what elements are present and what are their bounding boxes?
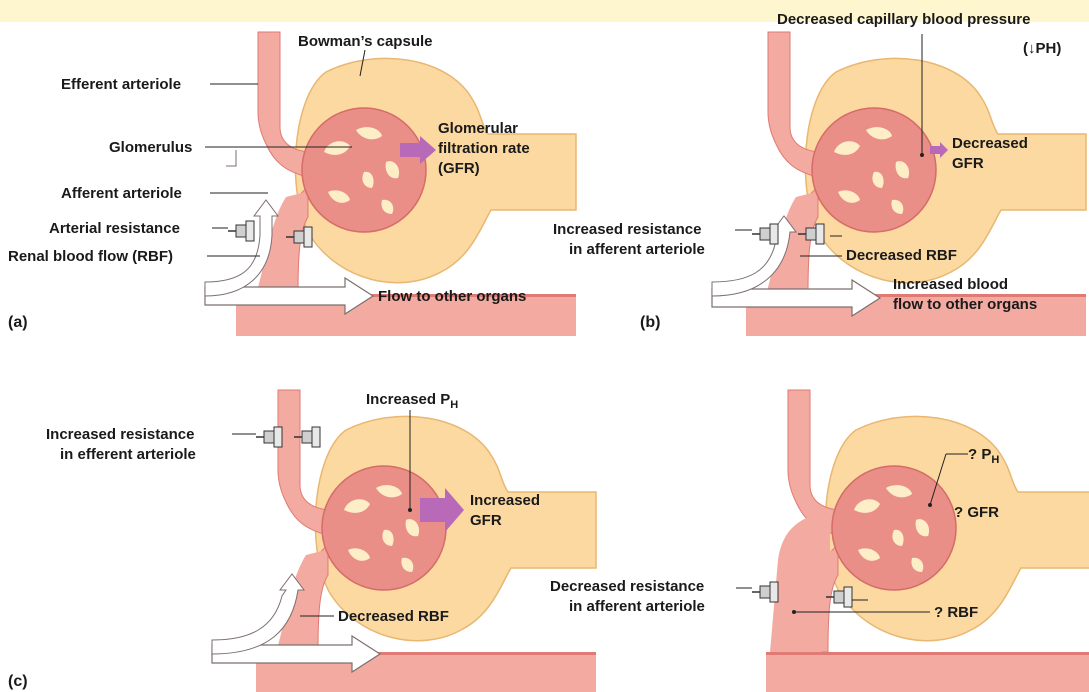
label-afferent-arteriole: Afferent arteriole [61,185,182,202]
clamp-d-left [751,581,779,603]
label-renal-blood-flow: Renal blood flow (RBF) [8,248,173,265]
label-efferent-arteriole: Efferent arteriole [61,76,181,93]
label-increased-resistance-1: Increased resistance [553,221,701,238]
label-increased-resistance-2: in afferent arteriole [569,241,705,258]
label-unknown-ph: ? PH [968,446,999,466]
label-increased-flow-2: flow to other organs [893,296,1037,313]
label-unknown-ph-sub: H [991,454,999,466]
label-increased-ph-sub: H [450,399,458,411]
label-increased-gfr-2: GFR [470,512,502,529]
label-bowmans-capsule: Bowman’s capsule [298,33,433,50]
panel-d: ? PH ? GFR Decreased resistance in affer… [550,389,1089,692]
label-pressure-symbol: (↓PH) [1023,40,1061,57]
panel-c: Increased resistance in efferent arterio… [8,389,597,692]
clamp-c-left [255,426,283,448]
label-increased-flow-1: Increased blood [893,276,1008,293]
label-arterial-resistance: Arterial resistance [49,220,180,237]
panel-letter-a: (a) [8,314,28,331]
label-increased-gfr-1: Increased [470,492,540,509]
top-band [0,0,1089,22]
clamp-b-left [751,223,779,245]
label-increased-ph: Increased PH [366,391,458,411]
label-decreased-rbf-b: Decreased RBF [846,247,957,264]
panel-a: Bowman’s capsule Efferent arteriole Glom… [8,31,577,337]
label-glomerulus: Glomerulus [109,139,192,156]
clamp-a-left [227,220,255,242]
panel-letter-b: (b) [640,314,660,331]
gfr-arrow-c [420,488,464,532]
gfr-arrow-b [930,142,948,158]
label-gfr-line1: Glomerular [438,120,518,137]
label-gfr-line2: filtration rate [438,140,530,157]
label-decreased-gfr-2: GFR [952,155,984,172]
gfr-arrow-a [400,136,436,164]
label-increased-resistance-eff-1: Increased resistance [46,426,194,443]
panel-b: Decreased capillary blood pressure (↓PH)… [553,11,1087,337]
label-gfr-line3: (GFR) [438,160,480,177]
label-decreased-gfr-1: Decreased [952,135,1028,152]
label-decreased-resistance-2: in afferent arteriole [569,598,705,615]
label-decreased-rbf-c: Decreased RBF [338,608,449,625]
label-unknown-rbf: ? RBF [934,604,978,621]
label-flow-other-organs: Flow to other organs [378,288,526,305]
panel-letter-c: (c) [8,673,28,690]
label-decreased-resistance-1: Decreased resistance [550,578,704,595]
label-increased-resistance-eff-2: in efferent arteriole [60,446,196,463]
label-unknown-gfr: ? GFR [954,504,999,521]
label-decreased-pressure: Decreased capillary blood pressure [777,11,1030,28]
